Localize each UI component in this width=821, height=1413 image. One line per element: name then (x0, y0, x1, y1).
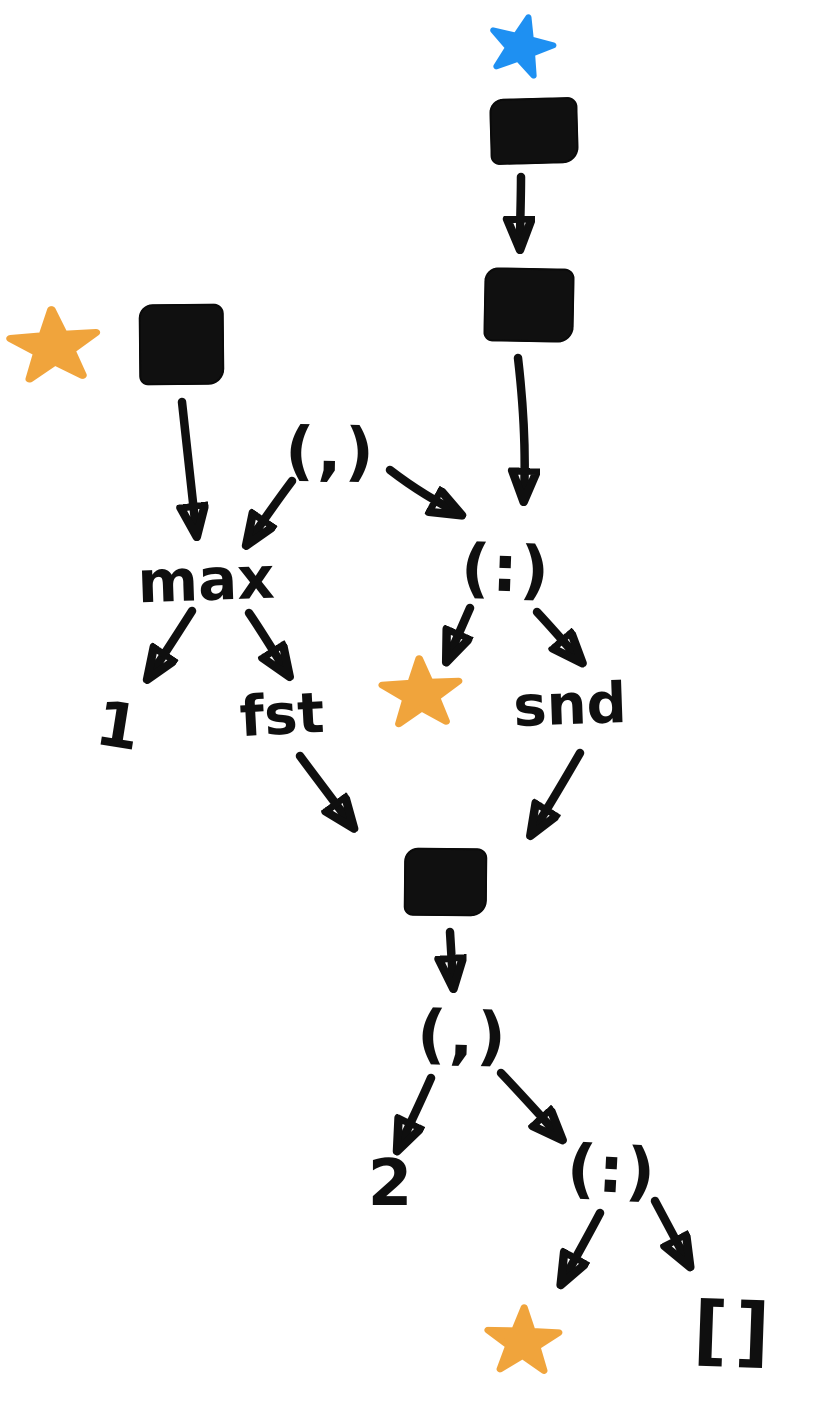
node-cons-top: (:) (460, 531, 553, 608)
orange-star-icon-bottom (483, 1304, 563, 1380)
edge-thunk-center-to-pair-bottom (450, 927, 453, 982)
edge-thunk-right-to-cons-top (518, 353, 525, 495)
node-nil: [] (692, 1285, 779, 1377)
edge-cons-bottom-to-nil (650, 1196, 687, 1261)
edge-snd-to-thunk-center (534, 748, 585, 830)
node-cons-bottom-label: (:) (565, 1131, 659, 1211)
thunk-square-left (138, 303, 225, 386)
node-fst: fst (238, 681, 326, 750)
edge-max-to-one (151, 606, 197, 674)
edge-cons-top-to-snd (532, 607, 578, 658)
node-fst-label: fst (238, 680, 326, 751)
thunk-square-center (403, 847, 488, 917)
edge-thunk-top-to-thunk-right (520, 172, 521, 243)
edge-pair-top-to-max (250, 476, 297, 540)
node-max: max (136, 544, 275, 617)
edge-pair-bottom-to-cons-bottom (496, 1068, 558, 1135)
node-snd-label: snd (512, 671, 628, 740)
node-pair-bottom: (,) (416, 997, 510, 1074)
orange-star-icon-left (4, 305, 103, 389)
edge-cons-top-to-star-mid (449, 603, 475, 656)
thunk-square-right (483, 267, 575, 343)
node-two: 2 (368, 1152, 413, 1216)
blue-star-icon (480, 8, 561, 87)
edge-fst-to-thunk-center (295, 751, 350, 823)
node-nil-label: [] (691, 1284, 779, 1377)
orange-star-icon-middle (377, 655, 465, 733)
thunk-square-top (489, 96, 579, 166)
node-two-label: 2 (367, 1147, 413, 1221)
edge-max-to-fst (244, 608, 286, 671)
edge-pair-top-to-cons-top (385, 465, 456, 512)
node-pair-bottom-label: (,) (415, 997, 511, 1075)
node-max-label: max (136, 543, 276, 617)
node-pair-top-label: (,) (284, 414, 378, 490)
node-cons-bottom: (:) (565, 1132, 659, 1211)
edge-thunk-left-to-max (182, 397, 196, 530)
node-pair-top: (,) (284, 414, 377, 490)
node-cons-top-label: (:) (459, 531, 553, 609)
edge-cons-bottom-to-star-bottom (564, 1208, 605, 1279)
edge-pair-bottom-to-two (400, 1073, 436, 1145)
node-snd: snd (512, 671, 627, 740)
